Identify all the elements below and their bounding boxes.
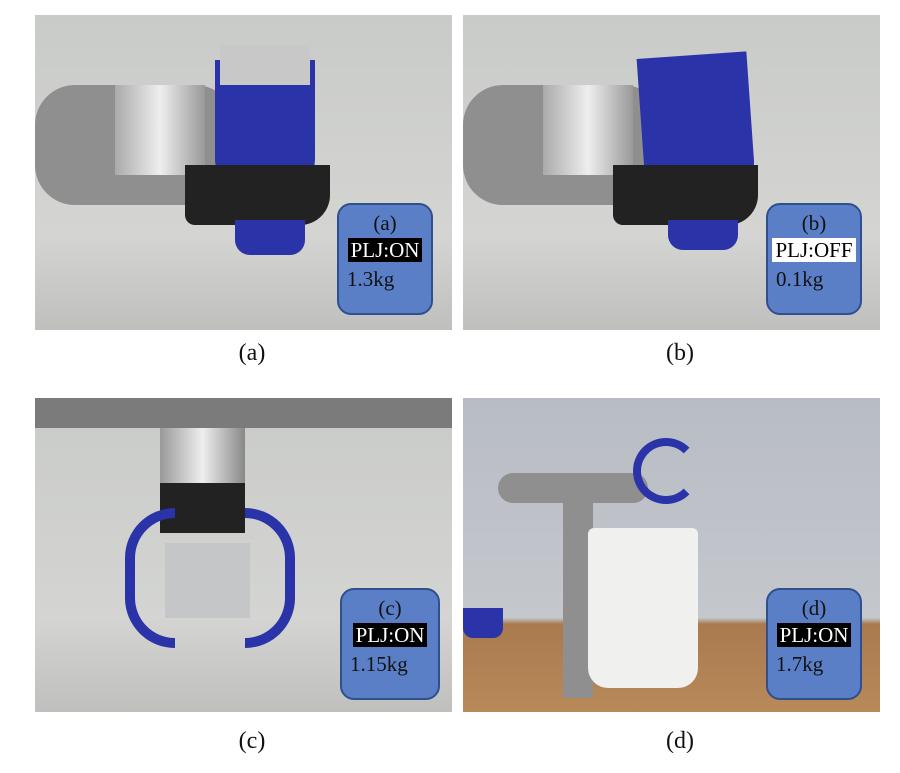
gripper [613, 165, 758, 225]
mass-label: 1.3kg [347, 267, 395, 291]
plj-status: PLJ:OFF [772, 238, 856, 262]
metal-cylinder [220, 45, 310, 85]
cup-base [235, 220, 305, 255]
caption-a: (a) [238, 340, 266, 366]
overlay-box-b: (b) PLJ:OFF 0.1kg [766, 203, 862, 315]
caption-d: (d) [666, 728, 694, 754]
robot-joint [543, 85, 633, 175]
robot-joint [160, 428, 245, 488]
caption-c: (c) [238, 728, 266, 754]
photo-c: (c) PLJ:ON 1.15kg [35, 398, 452, 712]
plj-status: PLJ:ON [352, 623, 428, 647]
cup-base [668, 220, 738, 250]
gripper [185, 165, 330, 225]
plj-status: PLJ:ON [347, 238, 423, 262]
overlay-box-c: (c) PLJ:ON 1.15kg [340, 588, 440, 700]
overlay-label: (b) [801, 211, 827, 235]
overlay-label: (d) [801, 596, 827, 620]
overlay-label: (a) [373, 211, 397, 235]
photo-a: (a) PLJ:ON 1.3kg [35, 15, 452, 330]
white-bucket [588, 528, 698, 688]
gripper-finger-right [245, 508, 295, 648]
overlay-box-d: (d) PLJ:ON 1.7kg [766, 588, 862, 700]
photo-b: (b) PLJ:OFF 0.1kg [463, 15, 880, 330]
photo-d: (d) PLJ:ON 1.7kg [463, 398, 880, 712]
overlay-label: (c) [378, 596, 402, 620]
robot-arm [35, 398, 452, 428]
mass-label: 1.15kg [350, 652, 408, 676]
metal-block [165, 543, 250, 618]
overlay-box-a: (a) PLJ:ON 1.3kg [337, 203, 433, 315]
blue-cup [463, 608, 503, 638]
caption-b: (b) [666, 340, 694, 366]
mass-label: 1.7kg [776, 652, 824, 676]
robot-joint [115, 85, 205, 175]
gripper [633, 438, 699, 504]
plj-status: PLJ:ON [776, 623, 852, 647]
mass-label: 0.1kg [776, 267, 824, 291]
